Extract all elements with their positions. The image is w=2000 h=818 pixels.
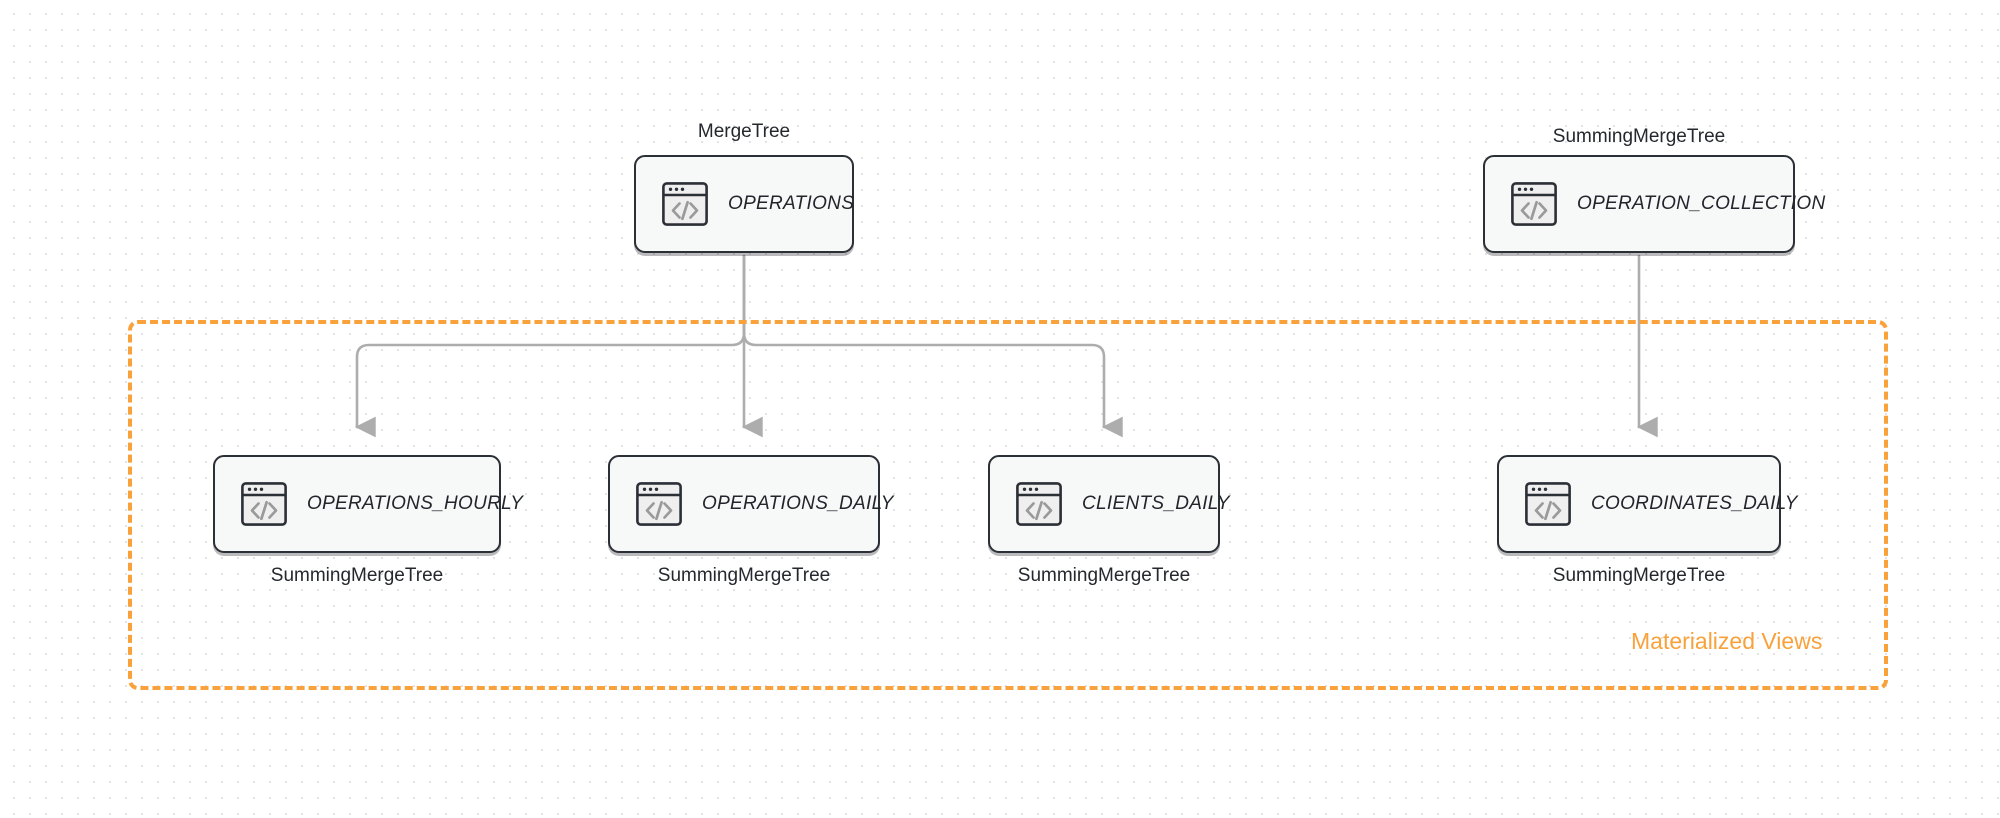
node-label: OPERATION_COLLECTION (1577, 193, 1826, 214)
node-operation-collection[interactable]: OPERATION_COLLECTION (1483, 155, 1825, 253)
node-operations-hourly[interactable]: OPERATIONS_HOURLY (213, 455, 523, 553)
node-coordinates-daily[interactable]: COORDINATES_DAILY (1497, 455, 1797, 553)
code-window-icon (1525, 482, 1571, 526)
materialized-views-frame (128, 320, 1888, 690)
engine-caption-coordinates-daily: SummingMergeTree (1552, 565, 1726, 586)
node-label: OPERATIONS_HOURLY (307, 493, 524, 514)
code-window-icon (636, 482, 682, 526)
node-label: COORDINATES_DAILY (1591, 493, 1798, 514)
code-window-icon (662, 182, 708, 226)
materialized-views-label: Materialized Views (1631, 628, 1823, 654)
code-window-icon (1016, 482, 1062, 526)
engine-caption-operations: MergeTree (697, 121, 791, 142)
node-operations[interactable]: OPERATIONS (634, 155, 854, 253)
node-label: OPERATIONS_DAILY (702, 493, 894, 514)
node-operations-daily[interactable]: OPERATIONS_DAILY (608, 455, 893, 553)
engine-caption-operation-collection: SummingMergeTree (1552, 126, 1726, 147)
engine-caption-clients-daily: SummingMergeTree (1017, 565, 1191, 586)
engine-caption-operations-daily: SummingMergeTree (657, 565, 831, 586)
engine-caption-operations-hourly: SummingMergeTree (270, 565, 444, 586)
code-window-icon (1511, 182, 1557, 226)
code-window-icon (241, 482, 287, 526)
node-label: CLIENTS_DAILY (1082, 493, 1230, 514)
node-label: OPERATIONS (728, 193, 855, 214)
node-clients-daily[interactable]: CLIENTS_DAILY (988, 455, 1230, 553)
